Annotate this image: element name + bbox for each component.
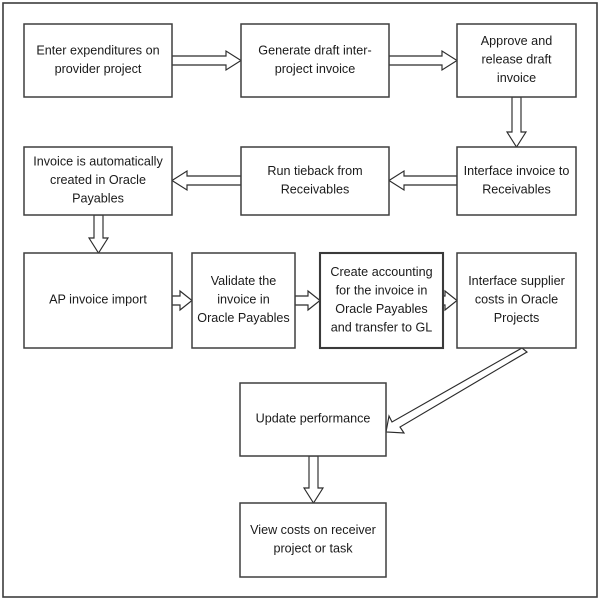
node-enter-expenditures-line-0: Enter expenditures on [36,44,159,58]
node-generate-draft-invoice-line-0: Generate draft inter- [258,44,371,58]
connectors-layer [87,49,529,505]
node-enter-expenditures[interactable]: Enter expenditures on provider project [23,23,173,98]
node-interface-invoice-to-receivables[interactable]: Interface invoice to Receivables [456,146,577,216]
node-interface-invoice-to-receivables-line-1: Receivables [482,183,551,197]
node-create-accounting-transfer-to-gl-line-1: for the invoice in [336,284,428,298]
node-validate-invoice-in-oracle-payables-label: Validate the invoice in Oracle Payables [197,274,289,325]
arrow-update-performance-to-view-costs [302,455,325,505]
node-view-costs-on-receiver-project-or-task-line-0: View costs on receiver [250,523,376,537]
arrow-interface-receivables-to-run-tieback [387,169,458,192]
node-interface-invoice-to-receivables-label: Interface invoice to Receivables [464,164,570,197]
node-approve-release-invoice[interactable]: Approve and release draft invoice [456,23,577,98]
node-validate-invoice-in-oracle-payables[interactable]: Validate the invoice in Oracle Payables [191,252,296,349]
node-update-performance-line-0: Update performance [256,412,371,426]
node-invoice-created-in-oracle-payables-line-1: created in Oracle [50,173,146,187]
node-invoice-created-in-oracle-payables[interactable]: Invoice is automatically created in Oracl… [23,146,173,216]
node-approve-release-invoice-line-1: release draft [481,53,552,67]
node-ap-invoice-import-box[interactable] [23,252,173,349]
node-run-tieback-from-receivables-line-0: Run tieback from [267,164,362,178]
node-run-tieback-from-receivables-line-1: Receivables [281,183,350,197]
node-update-performance[interactable]: Update performance [239,382,387,457]
arrow-enter-expenditures-to-generate-draft-invoice [171,49,243,72]
node-create-accounting-transfer-to-gl-line-3: and transfer to GL [331,321,433,335]
node-approve-release-invoice-label: Approve and release draft invoice [481,34,552,85]
node-create-accounting-transfer-to-gl-box[interactable] [318,251,445,350]
node-create-accounting-transfer-to-gl-line-2: Oracle Payables [335,302,427,316]
node-create-accounting-transfer-to-gl[interactable]: Create accounting for the invoice in Oracl… [318,251,445,350]
node-ap-invoice-import-label: AP invoice import [49,293,147,307]
node-approve-release-invoice-box[interactable] [456,23,577,98]
node-invoice-created-in-oracle-payables-line-2: Payables [72,192,124,206]
arrow-run-tieback-to-invoice-created [170,169,242,192]
node-validate-invoice-in-oracle-payables-line-1: invoice in [217,293,270,307]
node-generate-draft-invoice-line-1: project invoice [275,62,356,76]
node-invoice-created-in-oracle-payables-label: Invoice is automatically created in Oracl… [33,155,163,206]
node-enter-expenditures-line-1: provider project [55,62,142,76]
arrow-ap-invoice-import-to-validate-invoice [171,289,193,312]
arrow-invoice-created-to-ap-invoice-import [87,214,110,255]
node-approve-release-invoice-line-2: invoice [497,71,536,85]
node-enter-expenditures-box[interactable] [23,23,173,98]
node-generate-draft-invoice-label: Generate draft inter-project invoice [258,44,371,77]
node-view-costs-on-receiver-project-or-task-label: View costs on receiver project or task [250,523,376,556]
node-invoice-created-in-oracle-payables-box[interactable] [23,146,173,216]
node-validate-invoice-in-oracle-payables-box[interactable] [191,252,296,349]
node-ap-invoice-import-line-0: AP invoice import [49,293,147,307]
node-interface-invoice-to-receivables-box[interactable] [456,146,577,216]
node-invoice-created-in-oracle-payables-line-0: Invoice is automatically [33,155,163,169]
node-interface-supplier-costs-in-oracle-projects-line-0: Interface supplier [468,274,565,288]
node-enter-expenditures-label: Enter expenditures on provider project [36,44,159,77]
node-run-tieback-from-receivables-box[interactable] [240,146,390,216]
node-ap-invoice-import[interactable]: AP invoice import [23,252,173,349]
nodes-layer: Enter expenditures on provider project Gen… [23,23,577,578]
node-view-costs-on-receiver-project-or-task[interactable]: View costs on receiver project or task [239,502,387,578]
arrow-validate-invoice-to-create-accounting [294,289,321,312]
arrow-approve-release-to-interface-receivables [505,96,528,149]
node-interface-supplier-costs-in-oracle-projects-line-1: costs in Oracle [475,293,558,307]
node-update-performance-label: Update performance [256,412,371,426]
node-create-accounting-transfer-to-gl-line-0: Create accounting [330,265,432,279]
node-create-accounting-transfer-to-gl-label: Create accounting for the invoice in Oracl… [330,265,432,335]
arrow-generate-draft-invoice-to-approve-release [388,49,459,72]
node-view-costs-on-receiver-project-or-task-box[interactable] [239,502,387,578]
node-interface-invoice-to-receivables-line-0: Interface invoice to [464,164,570,178]
arrow-interface-supplier-costs-to-update-performance [385,347,529,434]
node-validate-invoice-in-oracle-payables-line-2: Oracle Payables [197,311,289,325]
node-interface-supplier-costs-in-oracle-projects-line-2: Projects [494,311,540,325]
node-approve-release-invoice-line-0: Approve and [481,34,552,48]
node-view-costs-on-receiver-project-or-task-line-1: project or task [273,542,353,556]
node-interface-supplier-costs-in-oracle-projects-box[interactable] [456,252,577,349]
node-generate-draft-invoice-box[interactable] [240,23,390,98]
node-generate-draft-invoice[interactable]: Generate draft inter-project invoice [240,23,390,98]
node-update-performance-box[interactable] [239,382,387,457]
node-validate-invoice-in-oracle-payables-line-0: Validate the [211,274,277,288]
